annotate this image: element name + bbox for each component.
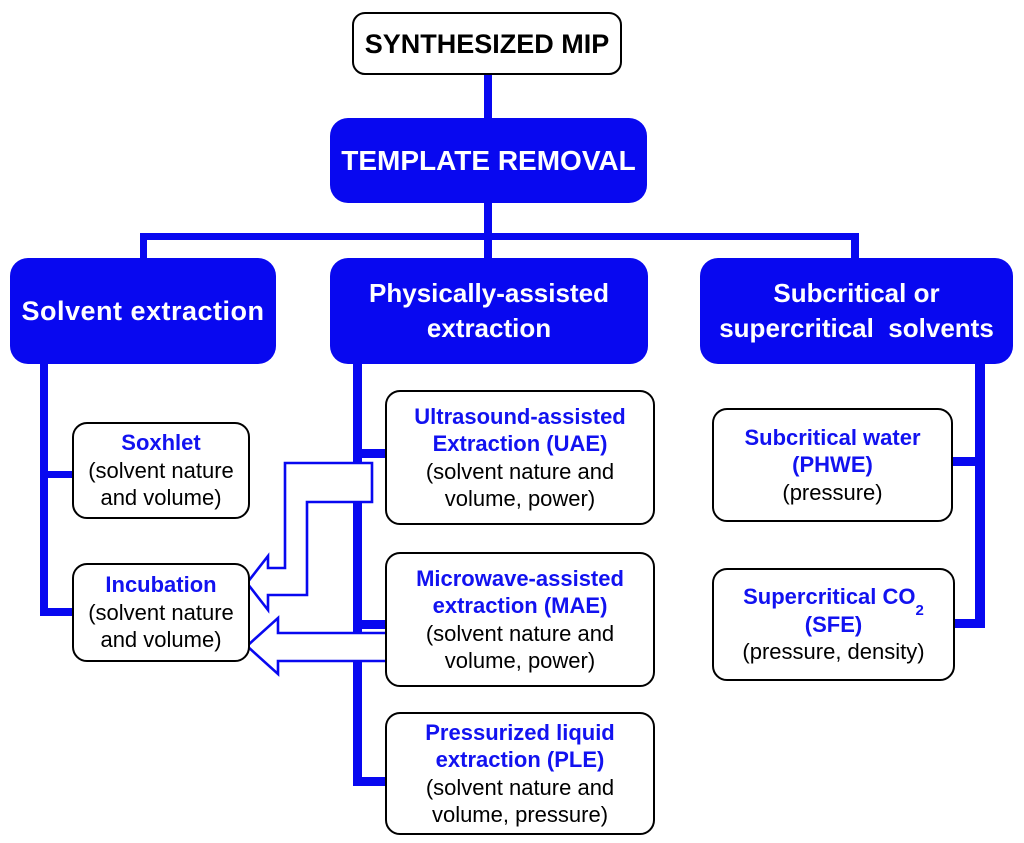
node-body-line: volume, power) [444, 648, 596, 673]
node-body-line: (solvent nature and [425, 774, 615, 800]
node-supercritical-co2-sfe: Supercritical CO2 (SFE) (pressure, densi… [712, 568, 955, 681]
node-soxhlet: Soxhlet (solvent nature and volume) [72, 422, 250, 519]
node-title-line: (PHWE) [792, 452, 873, 478]
connector-mip-to-template [484, 73, 492, 120]
branch-label-line: extraction [426, 313, 552, 343]
node-body-line: volume, power) [444, 486, 596, 511]
connector-stub-incubation [40, 608, 75, 616]
node-title-line: extraction (MAE) [432, 593, 608, 618]
node-body-line: and volume) [100, 627, 222, 653]
connector-stub-phwe [950, 457, 980, 466]
connector-drop-right [851, 233, 859, 260]
connector-template-to-crossbar [484, 200, 492, 260]
connector-physical-branch-vertical [353, 362, 362, 786]
node-body-line: (solvent nature and [425, 620, 615, 646]
node-microwave-assisted-extraction: Microwave-assisted extraction (MAE) (sol… [385, 552, 655, 687]
node-title-line: Extraction (UAE) [432, 431, 608, 456]
node-title-line: (SFE) [804, 611, 863, 637]
node-body-line: (solvent nature [88, 457, 234, 483]
node-body-line: (pressure, density) [742, 639, 925, 665]
node-title-line: Microwave-assisted [416, 565, 624, 591]
branch-physically-assisted-extraction: Physically-assisted extraction [330, 258, 648, 364]
node-title-line: Subcritical water [744, 424, 921, 450]
node-title-line: Incubation [105, 572, 217, 598]
node-body-line: and volume) [100, 485, 222, 511]
connector-critical-branch-vertical [975, 362, 985, 628]
node-body-line: (solvent nature and [425, 458, 615, 484]
co2-subscript: 2 [915, 601, 924, 619]
branch-subcritical-supercritical-solvents: Subcritical or supercritical solvents [700, 258, 1013, 364]
node-title-line: Soxhlet [121, 430, 201, 456]
node-body-line: volume, pressure) [431, 802, 609, 827]
branch-label-line: Physically-assisted [369, 278, 609, 308]
branch-solvent-extraction: Solvent extraction [10, 258, 276, 364]
branch-label: Solvent extraction [21, 296, 265, 326]
node-label: SYNTHESIZED MIP [364, 28, 610, 59]
node-body-line: (pressure) [782, 479, 883, 505]
node-ultrasound-assisted-extraction: Ultrasound-assisted Extraction (UAE) (so… [385, 390, 655, 525]
node-title-line: Pressurized liquid [425, 719, 615, 745]
node-synthesized-mip: SYNTHESIZED MIP [352, 12, 622, 75]
node-title-line: Supercritical CO2 [743, 583, 924, 617]
node-title-line: Ultrasound-assisted [414, 403, 626, 429]
branch-label-line: supercritical solvents [719, 313, 994, 343]
connector-stub-mae [356, 620, 388, 629]
connector-crossbar [140, 233, 859, 240]
co2-label-main: Supercritical CO [743, 584, 916, 610]
connector-stub-ple [356, 777, 390, 786]
branch-label-line: Subcritical or [773, 278, 940, 308]
node-pressurized-liquid-extraction: Pressurized liquid extraction (PLE) (sol… [385, 712, 655, 835]
connector-solvent-branch-vertical [40, 362, 48, 616]
node-template-removal: TEMPLATE REMOVAL [330, 118, 647, 203]
node-label: TEMPLATE REMOVAL [341, 144, 636, 176]
node-subcritical-water-phwe: Subcritical water (PHWE) (pressure) [712, 408, 953, 522]
connector-stub-uae [356, 449, 388, 458]
connector-stub-sfe [950, 619, 985, 628]
connector-stub-soxhlet [40, 471, 75, 478]
node-incubation: Incubation (solvent nature and volume) [72, 563, 250, 662]
node-body-line: (solvent nature [88, 599, 234, 625]
connector-drop-left [140, 233, 147, 260]
node-title-line: extraction (PLE) [435, 747, 605, 772]
